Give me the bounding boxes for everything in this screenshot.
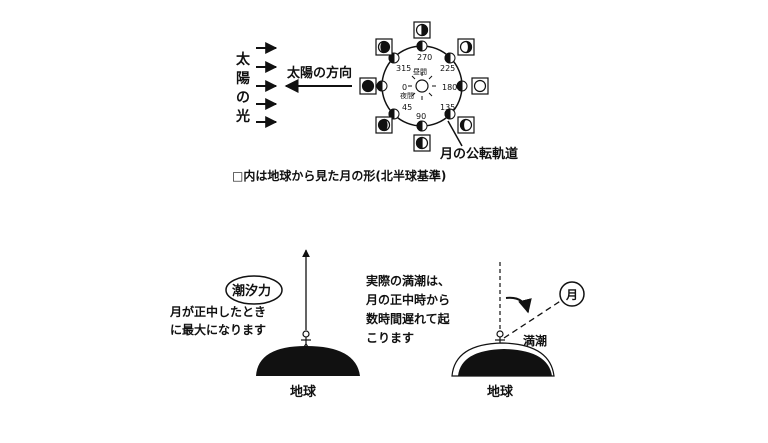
earth-label-right: 地球 — [487, 384, 514, 400]
sunlight-char-3: の — [236, 90, 250, 106]
rotation-arrow — [505, 296, 532, 314]
angle-label-180: 180 — [442, 83, 457, 92]
person-icon-right — [495, 330, 505, 344]
moon-direction-dashed-line — [503, 299, 563, 339]
delay-text-line-2: 月の正中時から — [365, 292, 450, 307]
tidal-force-bubble — [225, 275, 283, 305]
angle-label-135: 135 — [440, 103, 455, 112]
orbit-label: 月の公転軌道 — [439, 146, 518, 162]
moon-phase-diagram: 太 陽 の 光 太陽の方向 — [232, 21, 518, 183]
phase-box-last-quarter — [413, 21, 431, 39]
orbit-moon-45 — [388, 108, 400, 120]
earth-label-left: 地球 — [290, 384, 317, 400]
angle-label-315: 315 — [396, 64, 411, 73]
earth-dome-right — [458, 349, 552, 376]
phase-caption: □内は地球から見た月の形(北半球基準) — [232, 168, 446, 183]
orbit-moon-225 — [444, 52, 456, 64]
delay-text-line-3: 数時間遅れて起 — [366, 311, 451, 326]
tidal-force-diagram: 潮汐力 月が正中したとき に最大になります 地球 — [169, 249, 360, 400]
orbit-moon-0 — [376, 80, 388, 92]
phase-box-first-quarter — [413, 134, 431, 152]
sunlight-char-2: 陽 — [236, 70, 250, 87]
sunlight-arrows — [256, 42, 278, 128]
phase-box-full-moon — [471, 77, 489, 95]
delay-text-line-1: 実際の満潮は、 — [366, 273, 450, 288]
moon-label: 月 — [565, 288, 578, 302]
earth-dome-left — [256, 346, 360, 376]
sunlight-char-4: 光 — [235, 108, 250, 125]
angle-label-45: 45 — [402, 103, 412, 112]
daytime-label: 昼間 — [413, 68, 427, 76]
orbit-moon-180 — [456, 80, 468, 92]
orbit-moon-90 — [416, 120, 428, 132]
high-tide-label: 満潮 — [523, 333, 547, 348]
angle-label-270: 270 — [417, 53, 432, 62]
delay-text-line-4: こります — [366, 331, 414, 345]
orbit-moon-270 — [416, 40, 428, 52]
sunlight-label: 太 陽 の 光 — [235, 51, 251, 125]
moon-circle — [559, 281, 585, 307]
phase-box-waning-crescent — [375, 38, 393, 56]
sun-direction-label: 太陽の方向 — [286, 65, 352, 81]
phase-box-waxing-gibbous — [457, 116, 475, 134]
orbit-moon-135 — [444, 108, 456, 120]
tidal-text-line-2: に最大になります — [170, 322, 266, 337]
phase-boxes — [359, 21, 489, 152]
earth-center-icon — [408, 72, 436, 100]
orbit-moons — [376, 40, 468, 132]
orbit-pointer-line — [447, 120, 463, 147]
phase-box-new-moon — [359, 77, 377, 95]
phase-box-waning-gibbous — [457, 38, 475, 56]
tidal-text-line-1: 月が正中したとき — [169, 304, 266, 319]
tidal-force-label: 潮汐力 — [232, 283, 271, 299]
angle-label-225: 225 — [440, 64, 455, 73]
sunlight-char-1: 太 — [236, 51, 251, 68]
orbit-angle-labels: 0 45 90 135 180 225 270 315 — [396, 53, 457, 121]
phase-box-crescent — [375, 116, 393, 134]
angle-label-90: 90 — [416, 112, 426, 121]
nighttime-label: 夜間 — [400, 91, 414, 100]
tide-delay-diagram: 実際の満潮は、 月の正中時から 数時間遅れて起 こります 月 満潮 地球 — [365, 262, 585, 400]
angle-label-0: 0 — [402, 83, 407, 92]
